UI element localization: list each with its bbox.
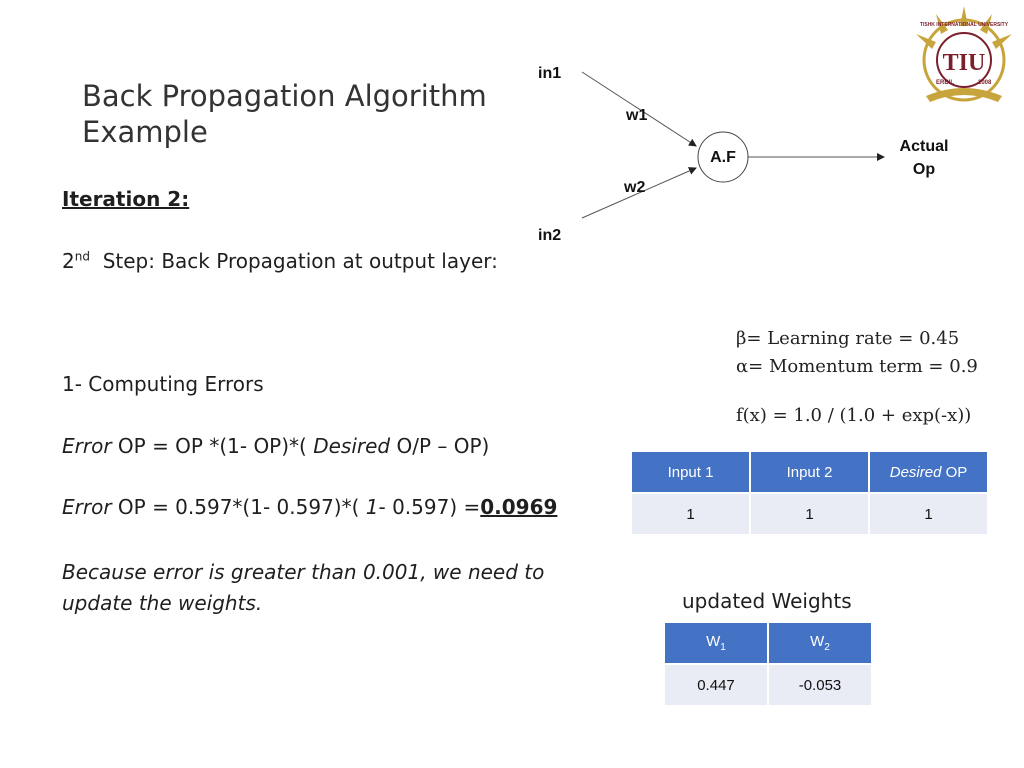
header-w2: W2: [767, 621, 873, 665]
logo-top-text: TISHK INTERNATIONAL UNIVERSITY: [920, 22, 1009, 28]
node-label: A.F: [710, 149, 736, 166]
activation-function: f(x) = 1.0 / (1.0 + exp(-x)): [736, 405, 972, 426]
output-label-1: Actual: [900, 138, 949, 155]
page-title: Back Propagation Algorithm Example: [82, 78, 502, 150]
error-formula: Error OP = OP *(1- OP)*( Desired O/P – O…: [62, 434, 490, 458]
computing-errors-label: 1- Computing Errors: [62, 372, 264, 396]
logo-left-text: ERBIL: [936, 80, 954, 86]
edge-in2: [581, 167, 697, 219]
header-input-1: Input 1: [630, 450, 751, 494]
header-w1: W1: [663, 621, 769, 665]
error-result: 0.0969: [480, 495, 558, 519]
note-text: Because error is greater than 0.001, we …: [62, 560, 545, 615]
label-w1: w1: [625, 107, 647, 124]
table-row: 0.447 -0.053: [663, 663, 873, 707]
updated-weights-caption: updated Weights: [682, 589, 852, 613]
university-logo: TIU TISHK INTERNATIONAL UNIVERSITY ERBIL…: [906, 4, 1022, 112]
output-label-2: Op: [913, 161, 935, 178]
parameters: β= Learning rate = 0.45 α= Momentum term…: [736, 325, 978, 381]
header-input-2: Input 2: [749, 450, 870, 494]
label-w2: w2: [623, 179, 645, 196]
weights-table: W1 W2 0.447 -0.053: [663, 621, 873, 707]
error-calculation: Error OP = 0.597*(1- 0.597)*( 1- 0.597) …: [62, 495, 558, 519]
activation-node: [697, 131, 749, 183]
inputs-table: Input 1 Input 2 Desired OP 1 1 1: [630, 450, 989, 536]
header-desired-op: Desired OP: [868, 450, 989, 494]
title-line-2: Example: [82, 115, 208, 149]
iteration-heading: Iteration 2:: [62, 187, 190, 211]
book-icon: [926, 88, 1002, 102]
step-heading: 2nd Step: Back Propagation at output lay…: [62, 249, 498, 273]
logo-mark: TIU: [943, 50, 986, 76]
label-in2: in2: [538, 227, 561, 244]
learning-rate: β= Learning rate = 0.45: [736, 328, 960, 349]
title-line-1: Back Propagation Algorithm: [82, 79, 487, 113]
label-in1: in1: [538, 65, 561, 82]
momentum-term: α= Momentum term = 0.9: [736, 356, 978, 377]
table-row: 1 1 1: [630, 492, 989, 536]
logo-right-text: 2008: [978, 80, 992, 86]
edge-in1: [581, 71, 697, 147]
